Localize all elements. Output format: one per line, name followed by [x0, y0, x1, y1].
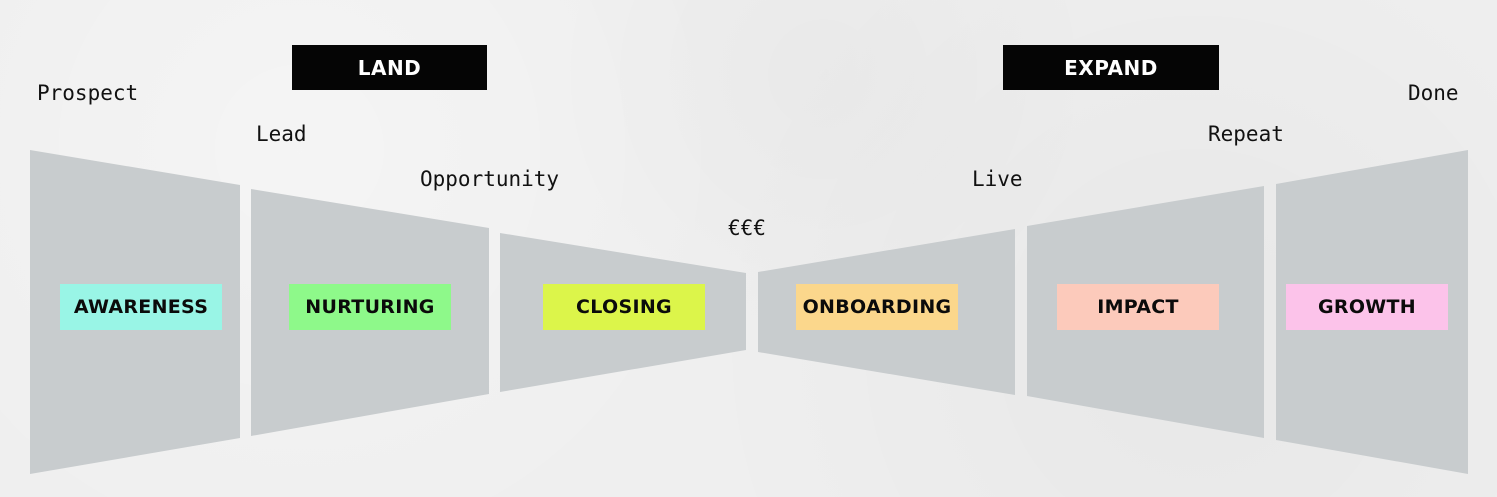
- milestone-prospect: Prospect: [37, 81, 139, 105]
- milestone-opportunity: Opportunity: [420, 167, 560, 191]
- stage-growth: GROWTH: [1286, 284, 1448, 330]
- stage-nurturing: NURTURING: [289, 284, 451, 330]
- phase-expand-banner: EXPAND: [1003, 45, 1219, 90]
- stage-awareness: AWARENESS: [60, 284, 222, 330]
- stage-onboarding: ONBOARDING: [796, 284, 958, 330]
- stage-closing: CLOSING: [543, 284, 705, 330]
- milestone-done: Done: [1408, 81, 1459, 105]
- phase-land-banner: LAND: [292, 45, 487, 90]
- milestone-money: €€€: [728, 216, 766, 240]
- stage-impact: IMPACT: [1057, 284, 1219, 330]
- milestone-repeat: Repeat: [1208, 122, 1284, 146]
- milestone-live: Live: [972, 167, 1023, 191]
- milestone-lead: Lead: [256, 122, 307, 146]
